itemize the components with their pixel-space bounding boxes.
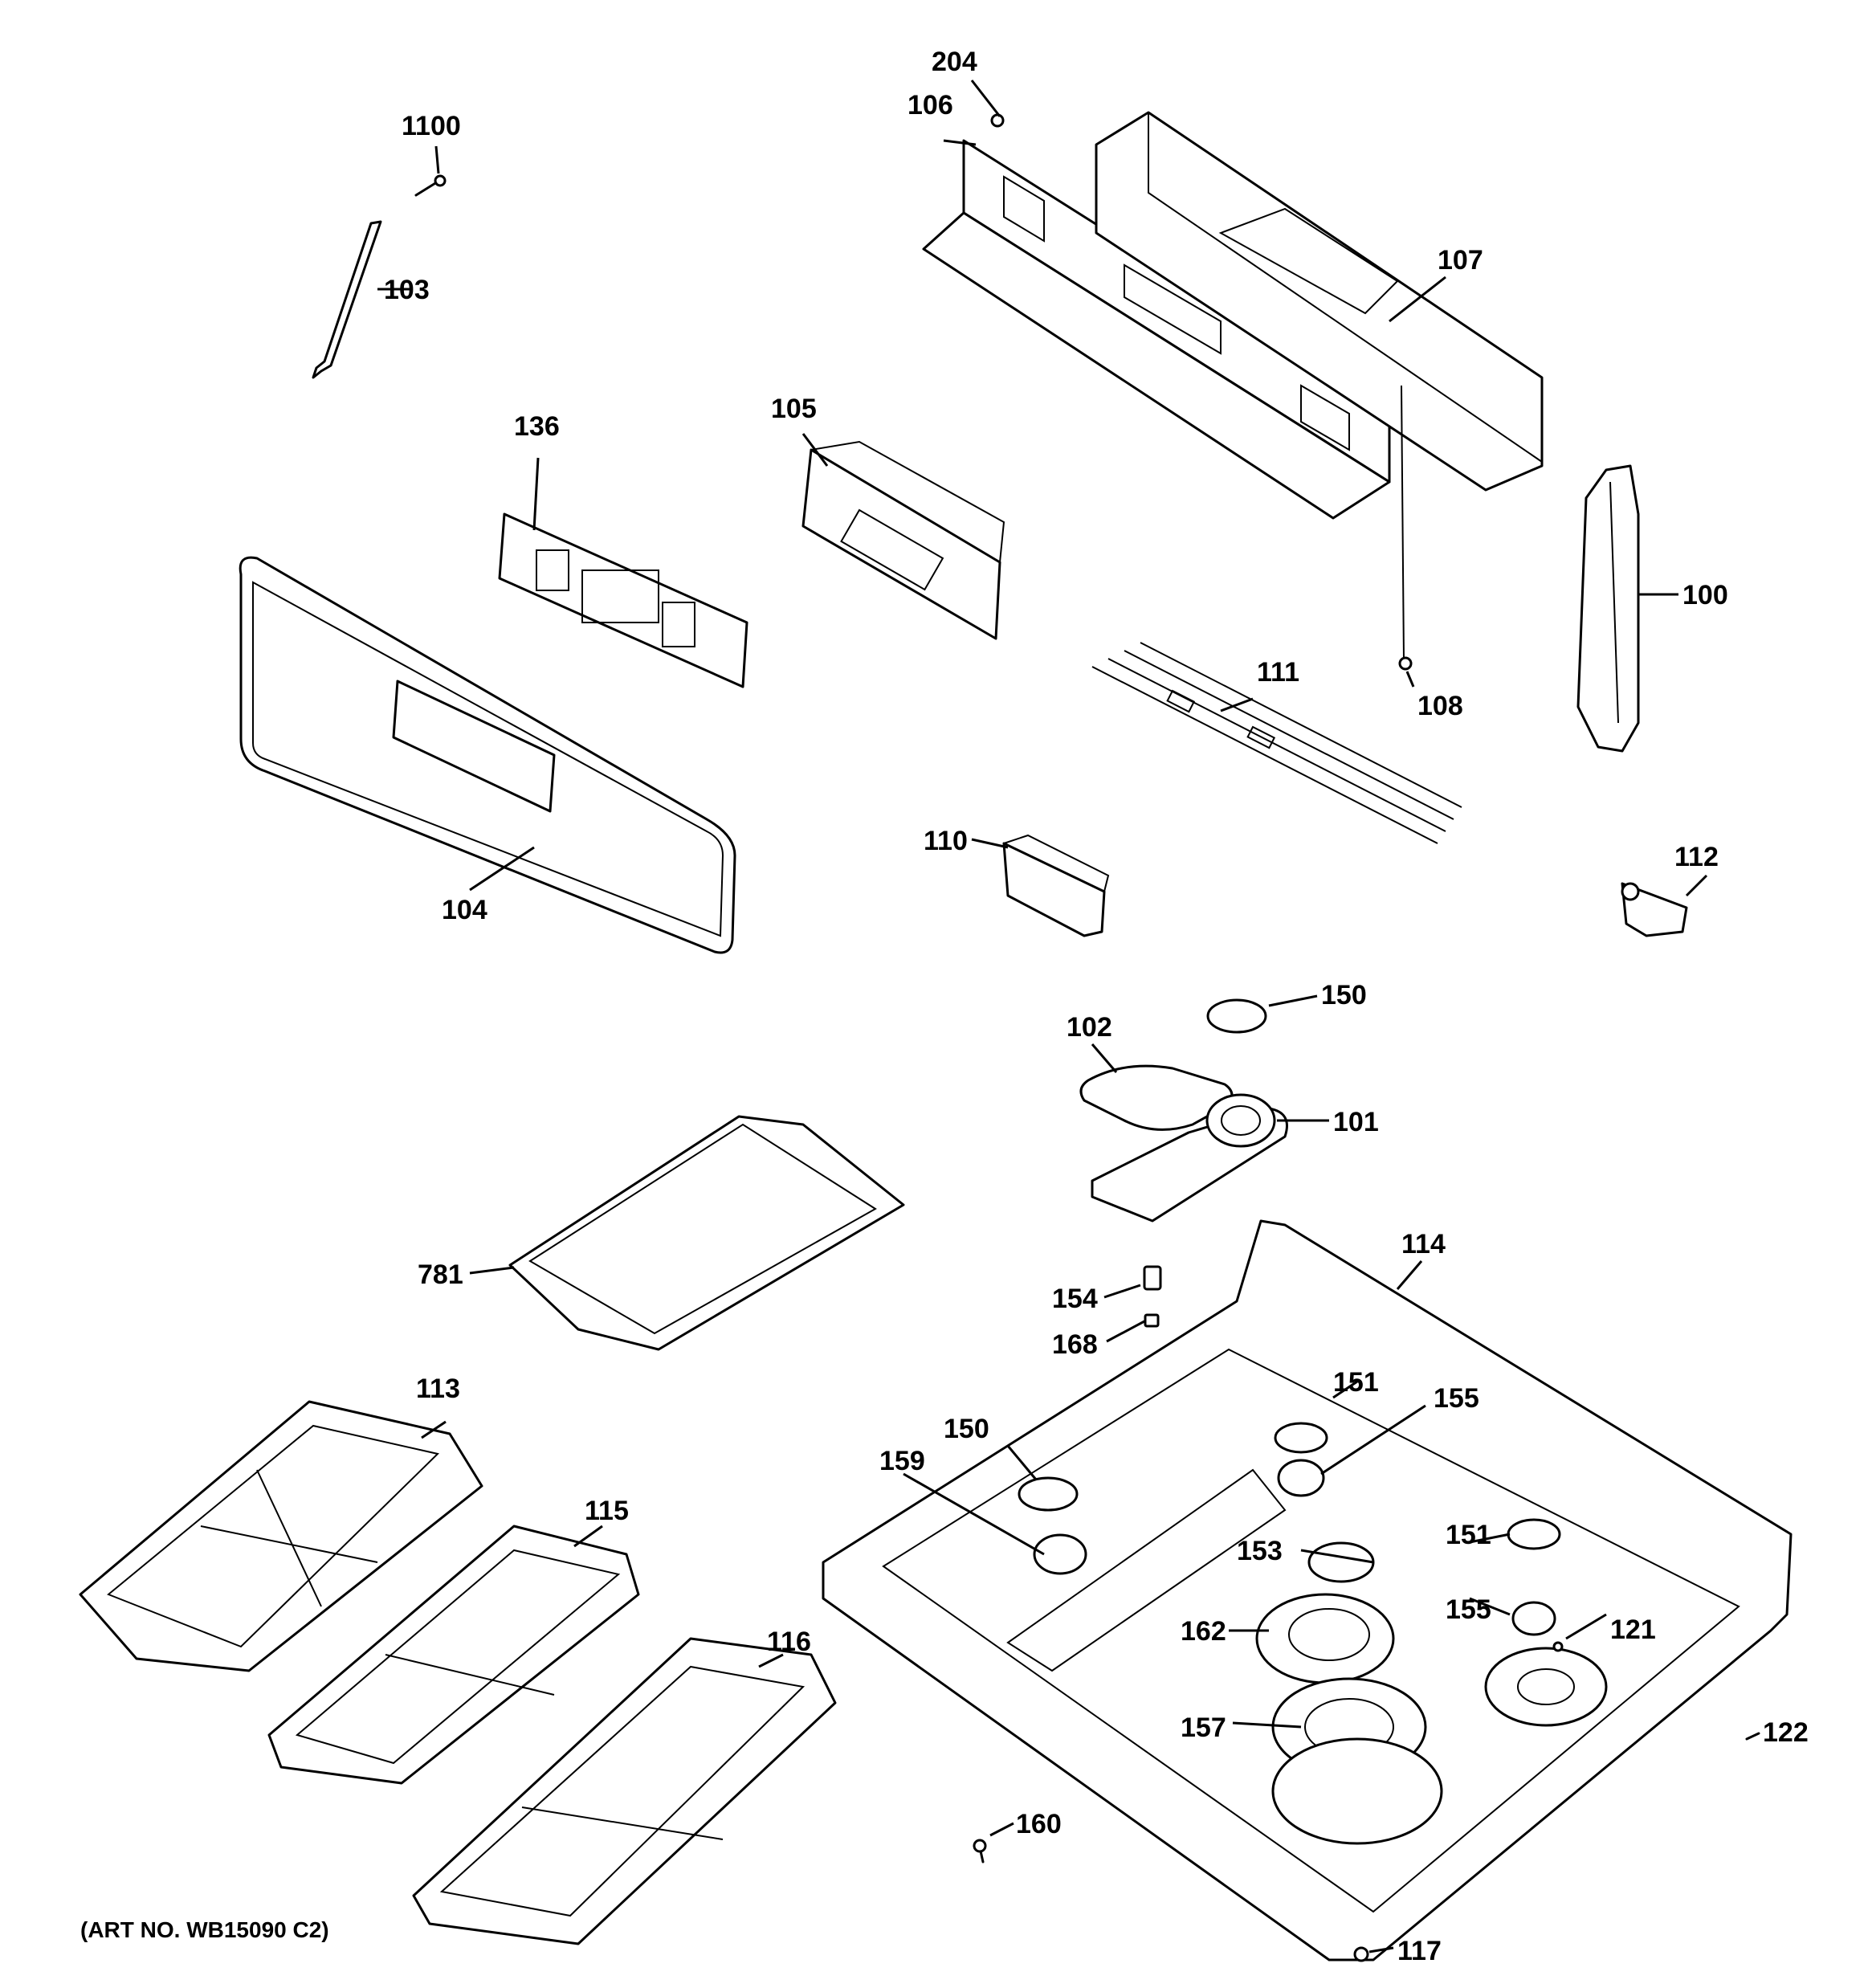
callout-112: 112 (1674, 842, 1719, 872)
callout-160: 160 (1016, 1809, 1062, 1839)
spark-module-110 (1002, 834, 1110, 937)
orifice-168 (1144, 1313, 1160, 1328)
art-number: (ART NO. WB15090 C2) (80, 1917, 329, 1942)
callout-150-upper: 150 (1321, 980, 1367, 1010)
burner-cap-150-upper (1206, 998, 1267, 1034)
callout-204: 204 (932, 47, 977, 77)
callout-114: 114 (1401, 1229, 1446, 1259)
callout-154: 154 (1052, 1284, 1098, 1314)
side-trim-100 (1576, 464, 1640, 753)
callout-111: 111 (1257, 657, 1299, 688)
callout-115: 115 (585, 1496, 629, 1526)
burner-cap-151-right (1507, 1518, 1561, 1550)
screw-108 (1398, 385, 1413, 671)
orifice-154 (1143, 1265, 1162, 1291)
foot-117 (1353, 1946, 1369, 1962)
callout-113: 113 (416, 1374, 460, 1404)
wire-harness-111 (1091, 642, 1462, 844)
grate-113 (79, 1400, 483, 1672)
control-board-105 (801, 440, 1005, 640)
clip-204 (990, 113, 1005, 128)
burner-base-101 (1091, 1093, 1288, 1223)
screw-160 (973, 1839, 987, 1863)
callout-150-lower: 150 (944, 1414, 989, 1444)
griddle-781 (508, 1115, 905, 1351)
cooktop-114 (822, 1219, 1793, 1961)
callout-116: 116 (767, 1627, 811, 1657)
callout-136: 136 (514, 411, 560, 442)
callout-162: 162 (1181, 1616, 1226, 1647)
callout-121: 121 (1610, 1614, 1656, 1645)
callout-100: 100 (1682, 580, 1728, 610)
burner-head-159 (1033, 1533, 1087, 1575)
callout-159: 159 (879, 1446, 925, 1476)
control-overlay-136 (498, 512, 748, 688)
leader-lines (377, 80, 1708, 1953)
callout-108: 108 (1417, 691, 1463, 721)
valve-112 (1621, 882, 1688, 937)
callout-103: 103 (384, 275, 430, 305)
burner-cap-150-lower (1018, 1476, 1079, 1512)
screw-122 (1745, 1732, 1760, 1741)
backguard-panel-104 (239, 556, 736, 954)
callout-104: 104 (442, 895, 487, 925)
callout-117: 117 (1397, 1936, 1442, 1966)
burner-head-155-right (1511, 1601, 1556, 1636)
callout-102: 102 (1067, 1012, 1112, 1043)
callout-153: 153 (1237, 1536, 1283, 1566)
callout-107: 107 (1438, 245, 1483, 276)
screw-1100 (414, 174, 447, 197)
manifold-cover-107 (1095, 111, 1544, 492)
callout-106: 106 (907, 90, 953, 120)
callout-101: 101 (1333, 1107, 1379, 1137)
callout-122: 122 (1763, 1717, 1809, 1748)
burner-157 (1271, 1677, 1443, 1845)
screw-121 (1552, 1641, 1564, 1652)
callout-781: 781 (418, 1259, 463, 1290)
burner-cap-151-left (1274, 1422, 1328, 1454)
callout-105: 105 (771, 394, 817, 424)
callout-157: 157 (1181, 1712, 1226, 1743)
callout-151-upper: 151 (1333, 1367, 1379, 1398)
burner-cap-153 (1307, 1541, 1375, 1583)
callout-168: 168 (1052, 1329, 1098, 1360)
callout-151-lower: 151 (1446, 1520, 1491, 1550)
callout-110: 110 (924, 826, 968, 856)
callout-labels: 1100 103 136 104 105 204 106 107 108 100… (384, 47, 1809, 1966)
burner-base-right (1484, 1647, 1608, 1727)
manifold-panel-106 (922, 139, 1391, 520)
callout-155-lower: 155 (1446, 1594, 1491, 1625)
callout-155-upper: 155 (1434, 1383, 1479, 1414)
burner-head-155-left (1277, 1459, 1325, 1497)
burner-162 (1255, 1593, 1395, 1684)
callout-1100: 1100 (402, 111, 461, 141)
bracket-103 (312, 220, 382, 379)
grate-115 (267, 1525, 640, 1785)
grate-116 (412, 1637, 837, 1945)
